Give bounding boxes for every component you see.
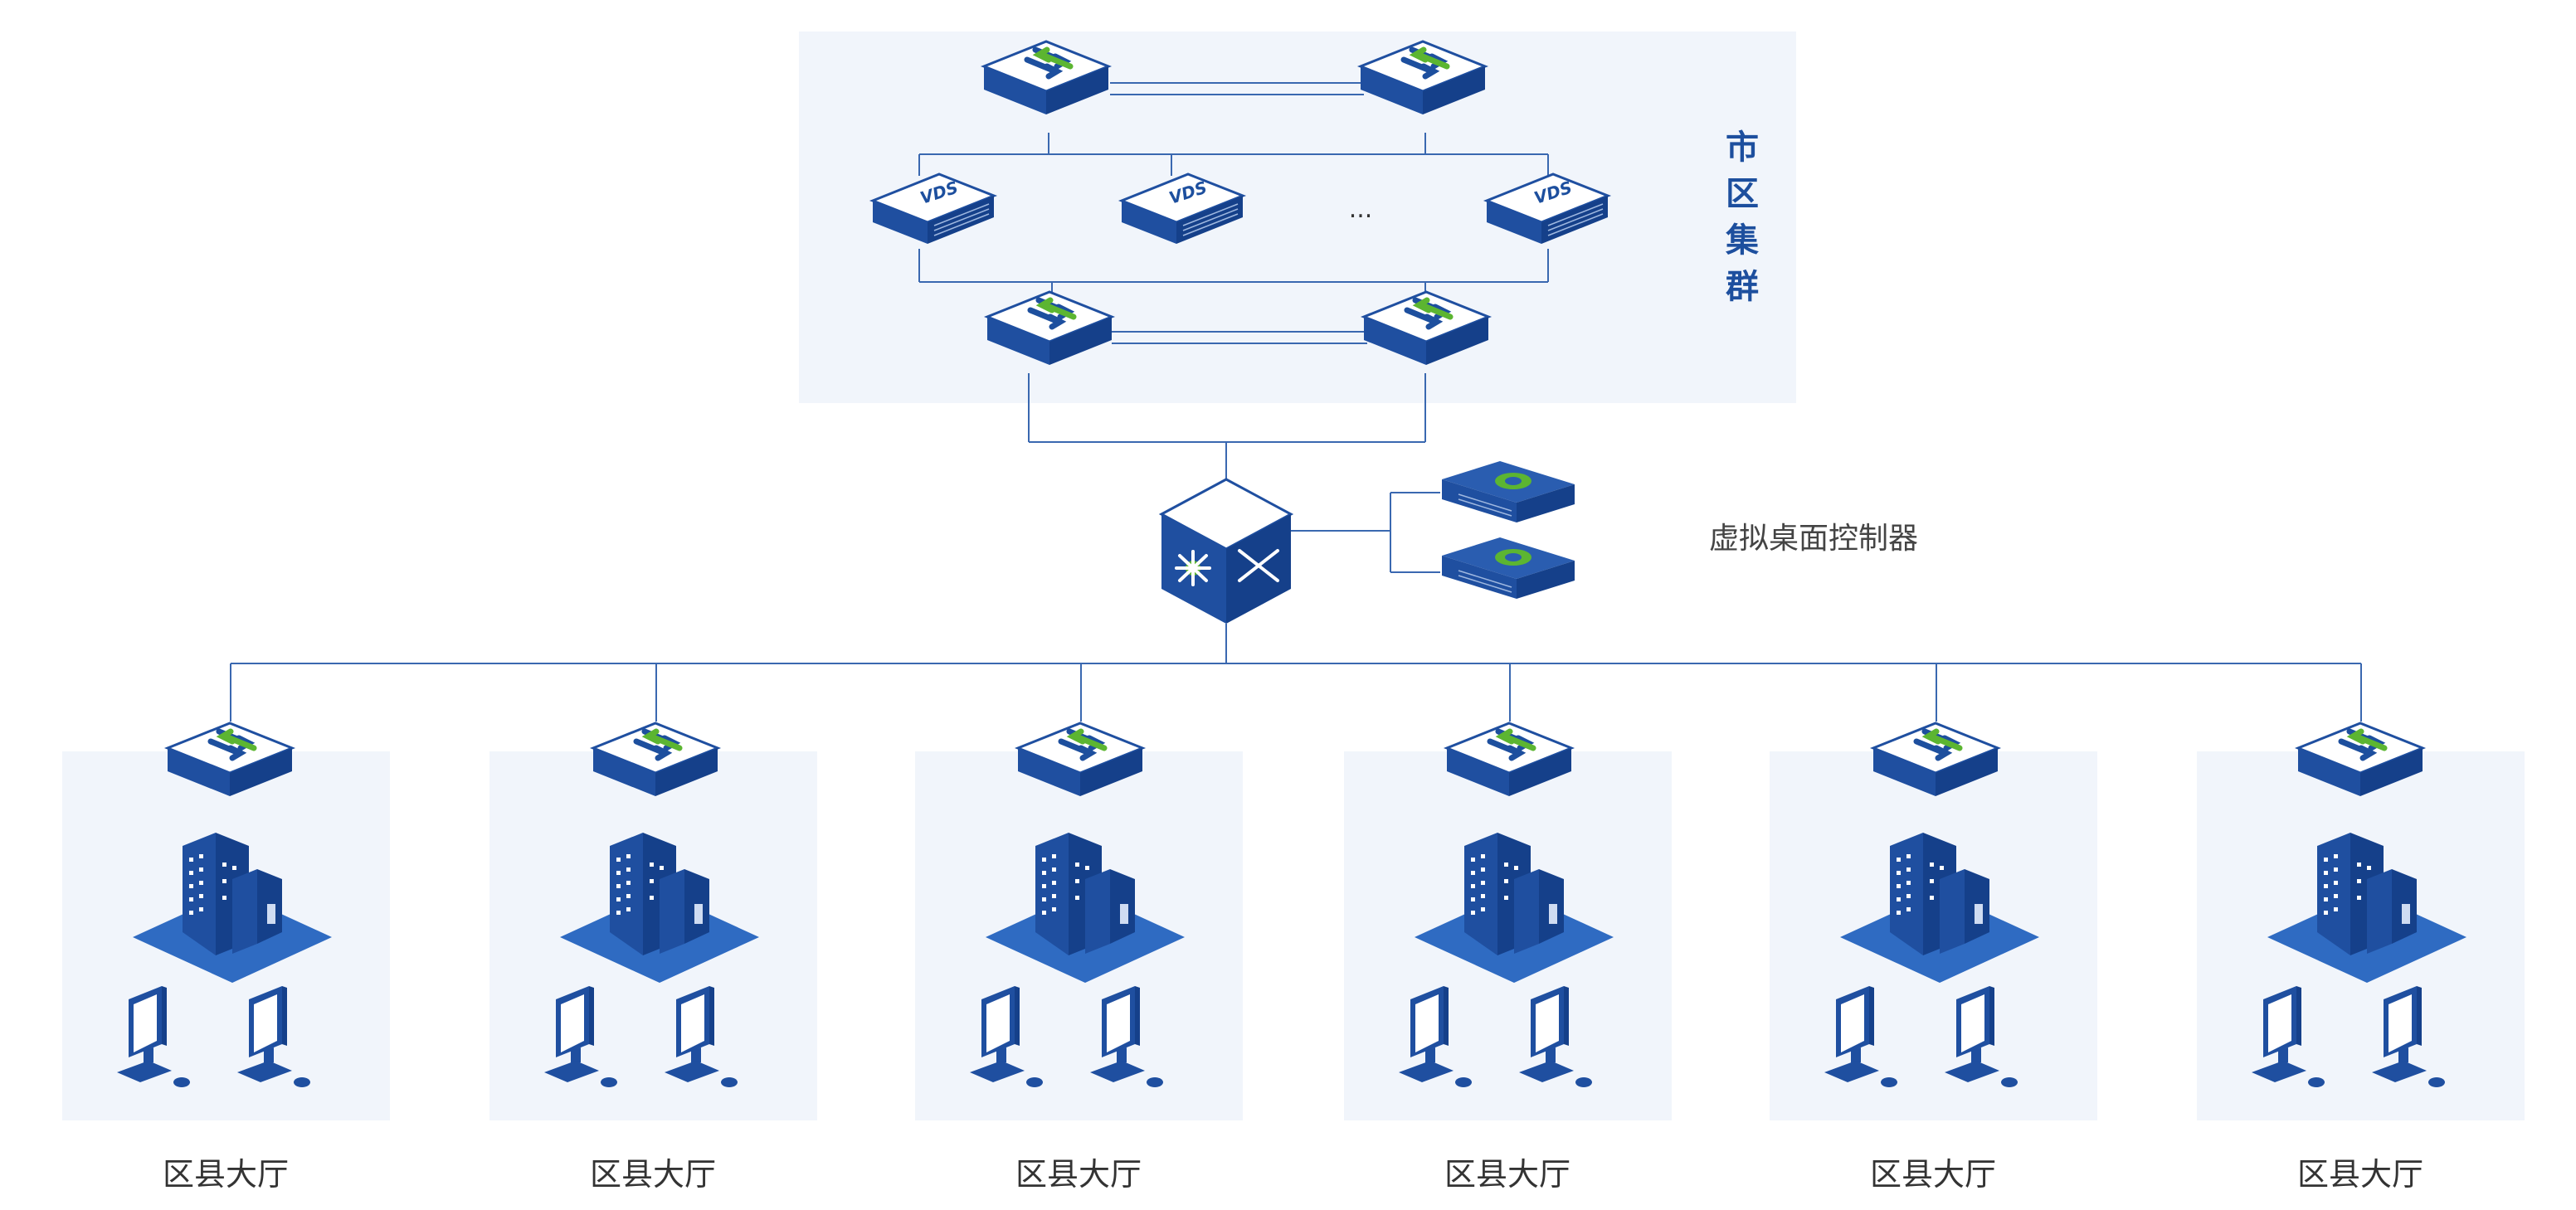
hall-group-5 bbox=[1770, 723, 2097, 1120]
controller-links bbox=[1291, 492, 1440, 573]
controller-appliance-icon bbox=[1441, 460, 1575, 523]
hall-links bbox=[230, 624, 2362, 722]
hall-group-6 bbox=[2197, 723, 2525, 1120]
cluster-links bbox=[918, 82, 1549, 479]
hall-group-2 bbox=[489, 723, 817, 1120]
hall-label: 区县大厅 bbox=[1015, 1156, 1142, 1193]
hall-group-1 bbox=[62, 723, 390, 1120]
hall-label: 区县大厅 bbox=[2296, 1156, 2423, 1193]
hall-label: 区县大厅 bbox=[1869, 1156, 1996, 1193]
hall-group-4 bbox=[1344, 723, 1672, 1120]
hall-group-3 bbox=[915, 723, 1243, 1120]
city-cluster-label: 市区集群 bbox=[1726, 129, 1759, 306]
hall-label: 区县大厅 bbox=[1444, 1156, 1570, 1193]
core-router-icon bbox=[1158, 478, 1294, 624]
ellipsis-text: ... bbox=[1349, 195, 1373, 224]
hall-label: 区县大厅 bbox=[162, 1156, 289, 1193]
controller-label: 虚拟桌面控制器 bbox=[1709, 522, 1919, 556]
controller-appliance-icon bbox=[1441, 537, 1575, 600]
hall-label: 区县大厅 bbox=[589, 1156, 716, 1193]
